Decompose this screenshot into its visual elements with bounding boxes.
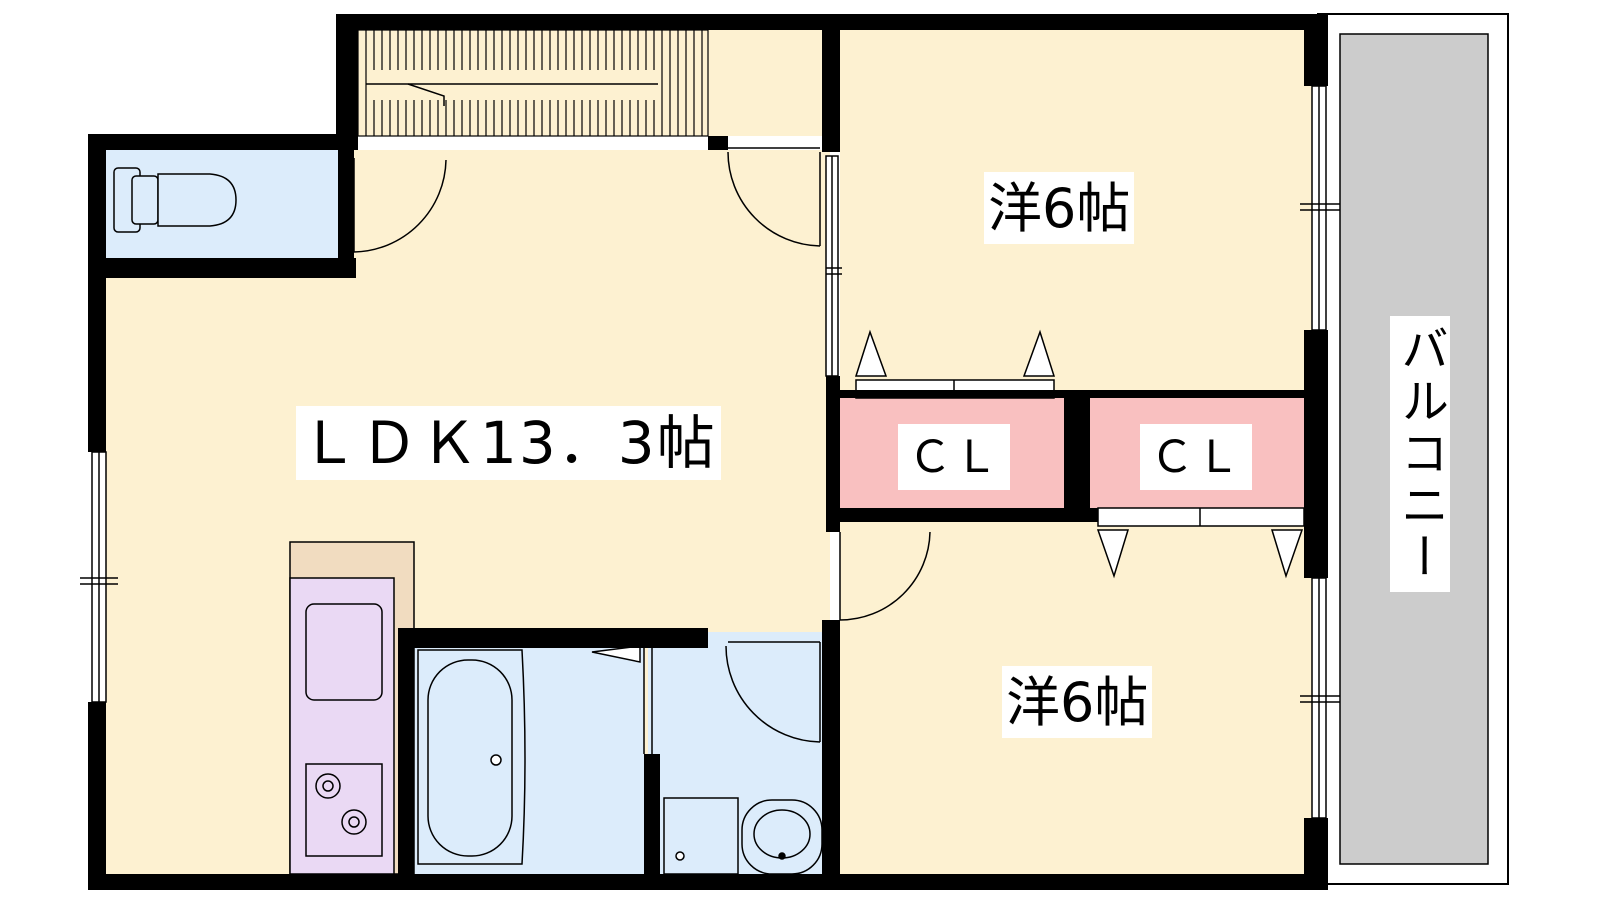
kitchen-counter (289, 541, 415, 875)
room-label-western-top: 洋6帖 (984, 172, 1135, 244)
doors (353, 147, 931, 743)
closet-label-right: ＣＬ (1140, 424, 1252, 490)
balcony-label: バルコニー (1390, 316, 1450, 592)
toilet-icon (113, 167, 237, 233)
sink (305, 603, 383, 701)
bathtub-icon (417, 649, 526, 865)
stove (305, 763, 383, 857)
staircase (357, 29, 709, 137)
room-label-ldk: ＬＤＫ13．3帖 (296, 406, 721, 480)
walls (88, 14, 1328, 890)
washbasin-icon (663, 797, 823, 875)
closet-label-left: ＣＬ (898, 424, 1010, 490)
room-label-western-bottom: 洋6帖 (1002, 666, 1153, 738)
balcony-area (1317, 13, 1509, 885)
windows (80, 85, 1340, 819)
bath-partition (591, 645, 653, 754)
